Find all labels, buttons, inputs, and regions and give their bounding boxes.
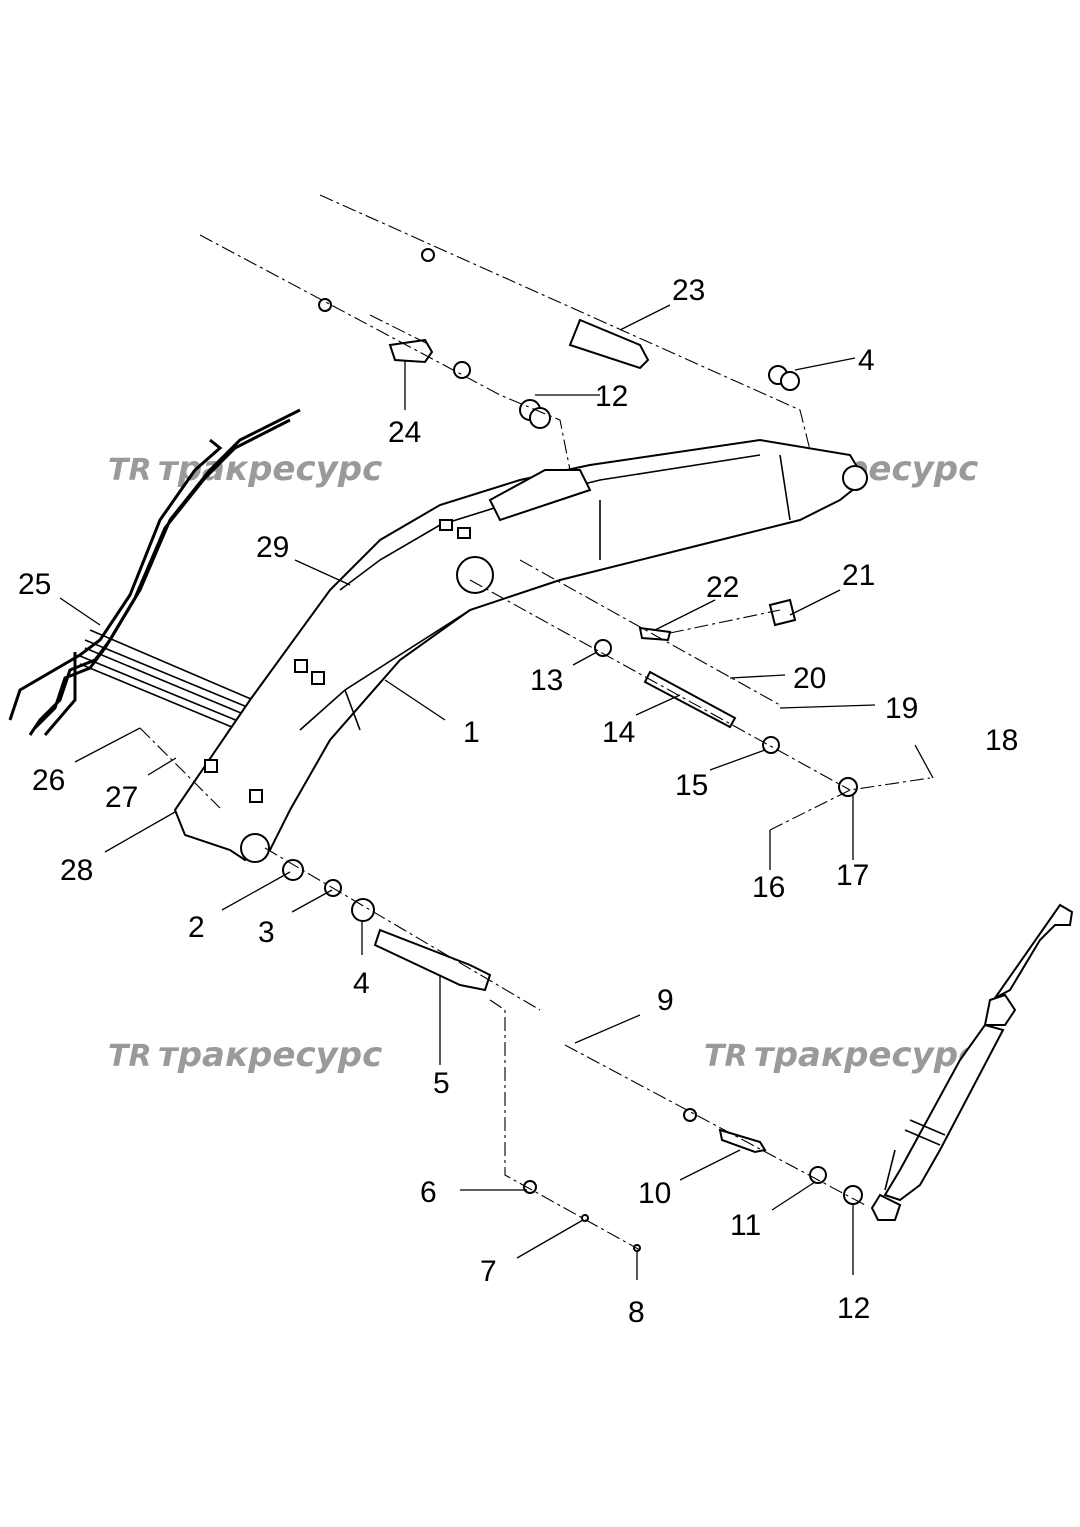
part-label-15: 15 [675,769,708,802]
pin-23 [568,318,650,370]
part-label-13: 13 [530,664,563,697]
pin-14 [643,670,737,729]
part-label-21: 21 [842,559,875,592]
part-label-23: 23 [672,274,705,307]
boom-tip-bore [842,465,868,491]
part-label-4: 4 [858,344,875,377]
part-label-8: 8 [628,1296,645,1329]
part-label-26: 26 [32,764,65,797]
part-label-29: 29 [256,531,289,564]
part-label-25: 25 [18,568,51,601]
hydraulic-cylinder [870,903,1074,1221]
part-label-20: 20 [793,662,826,695]
part-label-24: 24 [388,416,421,449]
part-label-17: 17 [836,859,869,892]
part-label-12: 12 [837,1292,870,1325]
watermark-text: тракресурс [158,449,382,489]
small-parts [282,248,863,1252]
pin-boss [456,556,494,594]
part-label-10: 10 [638,1177,671,1210]
watermark-text: тракресурс [754,1035,978,1075]
part-label-1: 1 [463,716,480,749]
part-label-6: 6 [420,1176,437,1209]
part-label-18: 18 [985,724,1018,757]
part-label-22: 22 [706,571,739,604]
part-label-16: 16 [752,871,785,904]
part-label-12: 12 [595,380,628,413]
part-label-19: 19 [885,692,918,725]
pin-10 [718,1128,767,1154]
part-label-14: 14 [602,716,635,749]
watermark-bottom-right: TR тракресурс [704,1035,978,1075]
watermark-logo: TR [704,1039,748,1074]
part-label-4: 4 [353,967,370,1000]
part-label-9: 9 [657,984,674,1017]
watermark-top-left: TR тракресурс [108,449,382,489]
part-label-2: 2 [188,911,205,944]
part-label-28: 28 [60,854,93,887]
watermark-bottom-left: TR тракресурс [108,1035,382,1075]
watermark-logo: TR [108,1039,152,1074]
pin-5 [373,928,492,992]
leader-lines [59,304,934,1280]
assembly-lines [139,194,931,1251]
part-labels: 1 2 3 4 4 5 6 7 8 9 10 11 12 12 13 14 15… [18,274,1018,1329]
boom-foot-bore [240,833,270,863]
block-21 [768,598,797,627]
part-label-5: 5 [433,1067,450,1100]
boom-body [173,438,868,863]
watermark-logo: TR [108,453,152,488]
part-label-7: 7 [480,1255,497,1288]
part-label-27: 27 [105,781,138,814]
part-label-11: 11 [730,1209,761,1242]
watermark-text: тракресурс [158,1035,382,1075]
hydraulic-hoses [8,408,301,753]
part-label-3: 3 [258,916,275,949]
